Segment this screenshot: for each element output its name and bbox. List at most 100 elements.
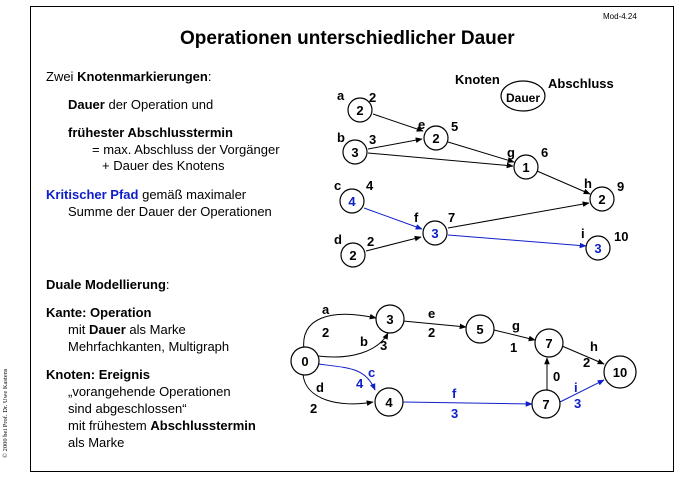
node-b-abschluss: 3 bbox=[369, 132, 376, 147]
edge2-e-op: e bbox=[428, 306, 435, 321]
edge2-i bbox=[559, 379, 605, 403]
node-g-abschluss: 6 bbox=[541, 145, 548, 160]
page-title: Operationen unterschiedlicher Dauer bbox=[180, 28, 515, 49]
node-h-dauer: 2 bbox=[598, 192, 605, 207]
node-f-name: f bbox=[414, 210, 419, 225]
edge2-d-dauer: 2 bbox=[310, 401, 317, 416]
event-5 bbox=[465, 314, 495, 344]
slide-frame bbox=[30, 6, 674, 472]
legend-dauer: Dauer bbox=[506, 91, 540, 105]
edge2-b-op: b bbox=[360, 334, 368, 349]
node-d-dauer: 2 bbox=[349, 248, 356, 263]
edge2-c-dauer: 4 bbox=[356, 376, 364, 391]
event-0 bbox=[290, 346, 320, 376]
edge2-f-dauer: 3 bbox=[451, 406, 458, 421]
edge-e-g bbox=[447, 141, 515, 163]
legend: Knoten Abschluss Dauer bbox=[455, 72, 614, 112]
kritischer-pfad-line: Kritischer Pfad gemäß maximaler bbox=[46, 187, 247, 202]
node-e-abschluss: 5 bbox=[451, 119, 458, 134]
edge2-a-dauer: 2 bbox=[322, 325, 329, 340]
event-5-label: 5 bbox=[476, 322, 483, 337]
node-g bbox=[513, 154, 539, 180]
node-a bbox=[347, 97, 373, 123]
kritischer-pfad-line2: Summe der Dauer der Operationen bbox=[68, 204, 272, 219]
edge2-g bbox=[493, 329, 536, 342]
event-10-label: 10 bbox=[613, 365, 627, 380]
edge-g-h bbox=[536, 170, 591, 195]
node-i-name: i bbox=[581, 226, 585, 241]
edge2-h-dauer: 2 bbox=[583, 355, 590, 370]
node-b bbox=[342, 139, 368, 165]
node-e-dauer: 2 bbox=[432, 131, 439, 146]
edge2-b-dauer: 3 bbox=[380, 338, 387, 353]
edge-d-f bbox=[365, 235, 422, 252]
intro-line: Zwei Knotenmarkierungen: bbox=[46, 69, 212, 84]
dauer-line: Dauer der Operation und bbox=[68, 97, 214, 112]
node-d bbox=[340, 242, 366, 268]
node-h-name: h bbox=[584, 176, 592, 191]
event-7-bottom bbox=[531, 389, 561, 419]
knoten-line: Knoten: Ereignis bbox=[46, 367, 151, 382]
edge2-f-op: f bbox=[452, 386, 457, 401]
edge2-e bbox=[402, 320, 467, 330]
node-a-dauer: 2 bbox=[356, 103, 363, 118]
node-c-name: c bbox=[334, 178, 341, 193]
event-7-top bbox=[534, 328, 564, 358]
edge-f-i bbox=[447, 234, 587, 249]
edge-f-h bbox=[447, 201, 590, 229]
mit-dauer-line: mit Dauer als Marke bbox=[68, 322, 186, 337]
graph2-edge-labels: a 2 b 3 e 2 g 1 c 4 d 2 f 3 0 h 2 i 3 bbox=[310, 302, 598, 421]
edge2-i-op: i bbox=[574, 380, 578, 395]
edge2-g-dauer: 1 bbox=[510, 340, 517, 355]
als-marke-line: als Marke bbox=[68, 435, 125, 450]
node-e-name: e bbox=[418, 117, 425, 132]
node-h-abschluss: 9 bbox=[617, 179, 624, 194]
node-b-name: b bbox=[337, 130, 345, 145]
legend-node bbox=[500, 80, 546, 112]
abgeschlossen-line: sind abgeschlossen“ bbox=[68, 401, 187, 416]
edge-c-f bbox=[363, 207, 423, 230]
graph2-nodes: 0 3 5 4 7 7 10 bbox=[290, 304, 637, 419]
node-e bbox=[423, 125, 449, 151]
edge2-d-op: d bbox=[316, 380, 324, 395]
event-0-label: 0 bbox=[301, 354, 308, 369]
node-g-dauer: 1 bbox=[522, 160, 529, 175]
node-b-dauer: 3 bbox=[351, 145, 358, 160]
kante-line: Kante: Operation bbox=[46, 305, 152, 320]
event-4 bbox=[374, 387, 404, 417]
node-a-name: a bbox=[337, 88, 345, 103]
node-a-abschluss: 2 bbox=[369, 90, 376, 105]
edge2-a-op: a bbox=[322, 302, 330, 317]
plus-line: + Dauer des Knotens bbox=[102, 158, 225, 173]
edge2-f bbox=[402, 401, 533, 407]
node-f-abschluss: 7 bbox=[448, 210, 455, 225]
edge2-h-op: h bbox=[590, 339, 598, 354]
edge2-dummy-dauer: 0 bbox=[553, 369, 560, 384]
node-d-name: d bbox=[334, 232, 342, 247]
event-10 bbox=[603, 355, 637, 389]
node-i-abschluss: 10 bbox=[614, 229, 628, 244]
node-f-dauer: 3 bbox=[431, 226, 438, 241]
mehrfach-line: Mehrfachkanten, Multigraph bbox=[68, 339, 230, 354]
legend-knoten: Knoten bbox=[455, 72, 500, 87]
node-c-abschluss: 4 bbox=[366, 178, 374, 193]
fruehester-line: frühester Abschlusstermin bbox=[68, 125, 233, 140]
edge-a-e bbox=[372, 113, 424, 132]
max-line: = max. Abschluss der Vorgänger bbox=[92, 142, 280, 157]
graph1-edges bbox=[363, 113, 591, 252]
edge2-c-op: c bbox=[368, 365, 375, 380]
node-h bbox=[589, 186, 615, 212]
graph2-edges bbox=[302, 313, 605, 407]
edge-b-e bbox=[367, 137, 423, 150]
graph1-nodes: 2 a 2 3 b 3 2 e 5 1 g 6 4 c 4 2 h 9 3 f … bbox=[334, 88, 628, 268]
edge2-d bbox=[302, 373, 374, 406]
edge2-e-dauer: 2 bbox=[428, 325, 435, 340]
legend-abschluss: Abschluss bbox=[548, 76, 614, 91]
node-f bbox=[422, 220, 448, 246]
slide-id: Mod-4.24 bbox=[603, 12, 637, 21]
edge2-b bbox=[317, 332, 389, 358]
duale-line: Duale Modellierung: bbox=[46, 277, 170, 292]
event-3-label: 3 bbox=[386, 312, 393, 327]
mit-fruehestem-line: mit frühestem Abschlusstermin bbox=[68, 418, 256, 433]
